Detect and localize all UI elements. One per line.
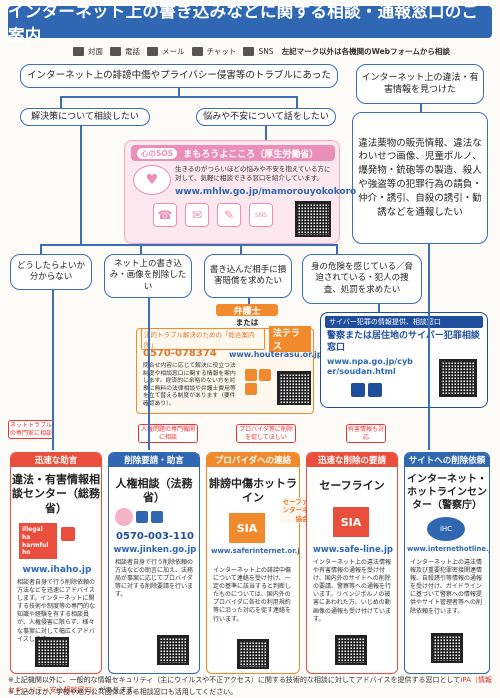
flow-top-left: インターネット上の誹謗中傷やプライバシー侵害等のトラブルにあった	[20, 64, 338, 88]
chat-icon: ✎	[217, 203, 241, 227]
cyber-url[interactable]: www.npa.go.jp/cyber/soudan.html	[327, 357, 413, 377]
legend: 対面 電話 メール チャット SNS 左記マーク以外は各機関のWebフォームから…	[68, 44, 488, 58]
flow-worry: 悩みや不安について話をしたい	[196, 108, 336, 126]
card-jinken-desc: 相談者自身で行う削除依頼の方法などの助言に加え、法務局が事案に応じてプロバイダ等…	[115, 559, 194, 599]
face-to-face-icon	[245, 369, 257, 381]
hotline-logo: iHC	[427, 517, 465, 541]
card-ihaho-title: 違法・有害情報相談センター（総務省）	[12, 473, 100, 515]
card-bullying-qr-code	[237, 639, 269, 669]
card-jinken-phone[interactable]: 0570-003-110	[116, 531, 194, 542]
houterasu-url[interactable]: www.houterasu.or.jp	[229, 350, 323, 359]
kokoro-desc: 生きるのがつらいほどの悩みや不安を抱えている方に対して、気軽に相談できる窓口を紹…	[175, 165, 331, 182]
card-ihaho-qr-code	[35, 637, 69, 667]
sns-icon: SNS	[249, 203, 273, 227]
lawyer-tag: 弁護士	[216, 304, 278, 317]
sia-logo: SIA	[333, 507, 369, 537]
card-safeline: 迅速な削除の要請 セーフライン SIA www.safe-line.jp インタ…	[306, 452, 398, 674]
sns-icon	[243, 46, 255, 56]
phone-icon	[110, 46, 121, 56]
mail-icon	[61, 527, 75, 541]
kokoro-url[interactable]: www.mhlw.go.jp/mamorouyokokoro	[175, 187, 357, 197]
card-safeline-desc: インターネット上の違法情報や有害情報の通報を受け付け、国内外のサイトへの削除の要…	[313, 559, 392, 623]
card-jinken: 削除要請・助言 人権相談（法務省） 0570-003-110 www.jinke…	[108, 452, 200, 674]
mail-icon	[147, 46, 158, 56]
phone-icon	[136, 511, 148, 523]
card-safeline-url[interactable]: www.safe-line.jp	[313, 545, 393, 555]
card-safeline-title: セーフライン	[319, 479, 385, 492]
lawyer-or: または	[235, 318, 259, 327]
card-jinken-url[interactable]: www.jinken.go.jp	[113, 545, 197, 555]
cyber-section: サイバー犯罪の情報提供、相談窓口 警察または居住地のサイバー犯罪相談窓口 www…	[320, 312, 488, 408]
flow-sue: 書き込んだ相手に損害賠償を求めたい	[204, 254, 292, 298]
card-bullying: プロバイダへの連絡 誹謗中傷ホットライン SIA www.saferintern…	[206, 452, 300, 674]
card-bullying-url[interactable]: www.saferinternet.or.jp/bullying/	[211, 547, 300, 555]
card-jinken-qr-code	[157, 635, 189, 665]
cyber-name: 警察または居住地のサイバー犯罪相談窓口	[327, 331, 480, 353]
footnote-ipa: ※上記機関以外に、一般的な情報セキュリティ（主にウイルスや不正アクセス）に関する…	[8, 676, 492, 694]
card-bullying-title: 誹謗中傷ホットライン	[209, 477, 297, 505]
houterasu-name: 法テラス	[268, 326, 311, 352]
mail-icon: ✉	[185, 203, 209, 227]
houterasu-desc: 問合せ内容に応じて解決に役立つ法制度や相談窓口に関する情報を案内します。経済的に…	[143, 363, 236, 407]
note-net-trouble: ネットトラブルの専門家に相談	[8, 420, 54, 439]
mail-icon	[151, 511, 163, 523]
face-to-face-icon	[351, 383, 365, 397]
flow-illegal-list: 違法薬物の販売情報、違法なわいせつ画像、児童ポルノ、爆発物・銃砲等の製造、殺人や…	[352, 112, 488, 244]
flow-solve: 解決策について相談したい	[20, 108, 150, 126]
chat-icon	[191, 46, 203, 56]
card-hotline-desc: インターネット上の違法情報及び重要犯罪密接関連情報、自殺誘引等情報の通報を受け付…	[410, 559, 483, 615]
card-jinken-title: 人権相談（法務省）	[115, 477, 193, 505]
houterasu-phone[interactable]: 0570-078374	[143, 348, 217, 359]
legend-note: 左記マーク以外は各機関のWebフォームから相談	[281, 46, 450, 56]
phone-icon	[368, 383, 382, 397]
cyber-header: サイバー犯罪の情報提供、相談窓口	[325, 316, 483, 328]
note-dangerous: 有害情報も対応	[346, 424, 386, 443]
kokoro-header: 心のSOS まもろうよこころ（厚生労働省）	[131, 145, 335, 161]
note-jinken: 人権問題の専門機関に相談	[138, 424, 198, 443]
flow-danger: 身の危険を感じている／脅迫されている・犯人の捜査、処罰を求めたい	[302, 254, 422, 304]
card-hotline-qr-code	[431, 633, 463, 663]
houterasu-qr-code	[277, 371, 311, 405]
phone-icon: ☎	[153, 203, 177, 227]
kokoro-qr-code	[295, 201, 331, 237]
cyber-qr-code	[439, 359, 477, 397]
flow-top-right: インターネット上の違法・有害情報を見つけた	[356, 64, 484, 104]
page-title: インターネット上の書き込みなどに関する相談・通報窓口のご案内	[8, 2, 492, 45]
heart-hands-icon: ♥	[133, 165, 171, 195]
card-hotline-url[interactable]: www.internethotline.jp	[407, 545, 490, 553]
card-safeline-qr-code	[335, 635, 367, 665]
houterasu-section: 法的トラブル解決のための「総合案内所」 法テラス 0570-078374 www…	[136, 326, 322, 414]
phone-icon	[259, 369, 271, 381]
kokoro-section: 心のSOS まもろうよこころ（厚生労働省） ♥ 生きるのがつらいほどの悩みや不安…	[124, 140, 357, 244]
card-hotline: サイトへの削除依頼 インターネット・ホットラインセンター（警察庁） iHC ww…	[404, 452, 490, 674]
flow-delete: ネット上の書き込み・画像を削除したい	[104, 254, 192, 298]
footnote-school: ※上記のほか、学校や地方公共団体にある相談窓口も活用してください。	[8, 688, 238, 696]
sia-logo: SIA	[229, 513, 265, 543]
face-to-face-icon	[73, 46, 84, 56]
mascot-icon	[115, 508, 133, 526]
note-provider: プロバイダ等に削除を促してほしい	[236, 424, 296, 443]
ipa-highlight: IPA（情報セキュリティ安心相談窓口）	[8, 676, 492, 694]
card-ihaho-desc: 相談者自身で行う削除依頼の方法などを迅速にアドバイスします。インターネットに関す…	[17, 579, 96, 643]
mail-icon	[245, 383, 257, 395]
flow-unknown: どうしたらよいか分からない	[10, 254, 92, 290]
card-ihaho-url[interactable]: www.ihaho.jp	[22, 565, 92, 575]
card-bullying-desc: インターネット上の誹謗中傷について連絡を受け付け、一定の基準に該当すると判断した…	[213, 567, 292, 623]
card-hotline-title: インターネット・ホットラインセンター（警察庁）	[407, 474, 487, 511]
